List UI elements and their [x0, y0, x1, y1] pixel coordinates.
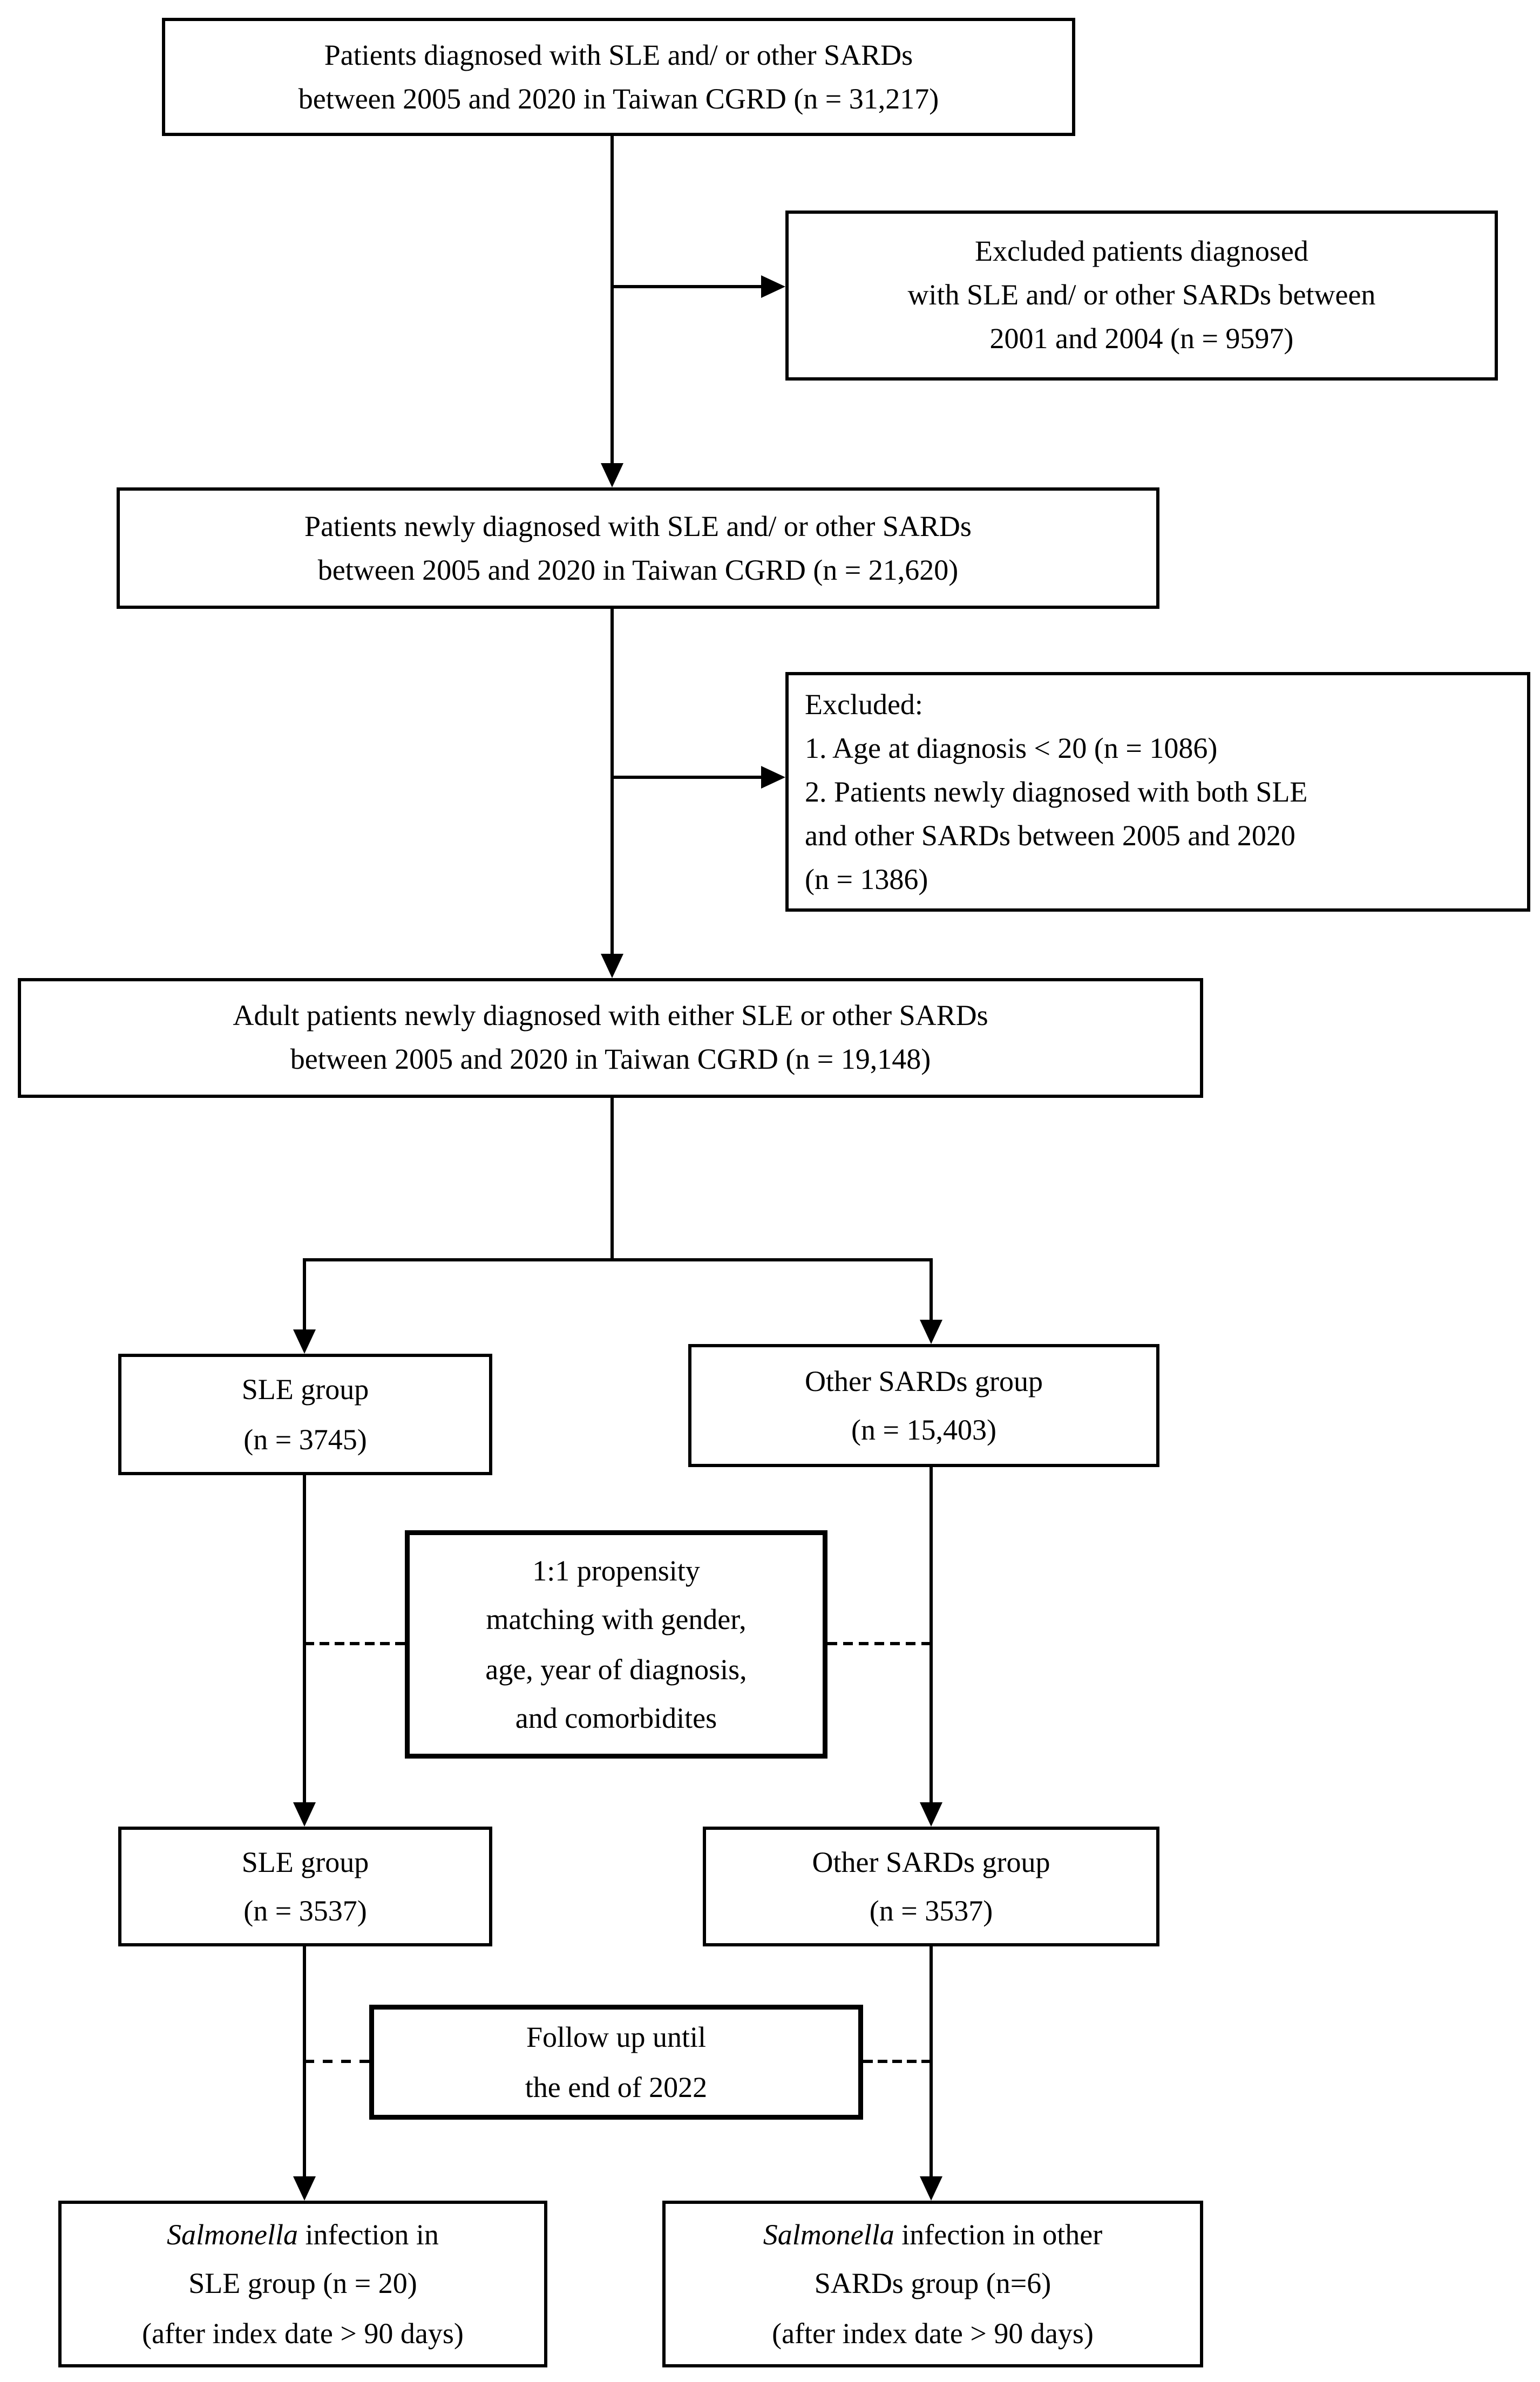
arrowhead-down-salmonella-sle — [293, 2176, 316, 2201]
box-line: (after index date > 90 days) — [142, 2316, 464, 2349]
box-newly-diagnosed: Patients newly diagnosed with SLE and/ o… — [117, 487, 1159, 609]
connector-branch-to-sle-group — [303, 1258, 306, 1331]
arrowhead-down-sle-matched — [293, 1802, 316, 1827]
box-salmonella-sle: Salmonella infection in SLE group (n = 2… — [58, 2201, 547, 2367]
box-propensity-matching: 1:1 propensity matching with gender, age… — [405, 1530, 827, 1759]
branch-horizontal-line — [303, 1258, 933, 1261]
box-line: 2001 and 2004 (n = 9597) — [989, 322, 1294, 355]
box-line: Adult patients newly diagnosed with eith… — [233, 999, 988, 1031]
box-line: and other SARDs between 2005 and 2020 — [805, 818, 1295, 851]
arrowhead-right-excluded-2001-2004 — [761, 275, 785, 298]
box-sle-group-initial: SLE group (n = 3745) — [118, 1354, 492, 1475]
connector-sle1-to-sle2 — [303, 1475, 306, 1804]
arrowhead-down-sards-group — [920, 1320, 942, 1344]
dashed-link-followup-left — [304, 2060, 369, 2063]
arrowhead-down-sards-matched — [920, 1802, 942, 1827]
organism-name: Salmonella — [763, 2218, 894, 2251]
box-line: SLE group — [241, 1845, 369, 1878]
box-line: (n = 3537) — [869, 1895, 993, 1927]
box-line: 2. Patients newly diagnosed with both SL… — [805, 775, 1308, 807]
box-line: (n = 3537) — [243, 1895, 367, 1927]
connector-to-excluded-criteria — [612, 776, 764, 779]
box-line: Salmonella infection in — [167, 2210, 439, 2259]
box-excluded-criteria: Excluded: 1. Age at diagnosis < 20 (n = … — [785, 672, 1530, 912]
box-line: SLE group — [241, 1373, 369, 1406]
box-line: the end of 2022 — [525, 2070, 708, 2103]
box-line: age, year of diagnosis, — [485, 1652, 747, 1685]
connector-sards1-to-sards2 — [930, 1467, 933, 1804]
connector-branch-to-sards-group — [930, 1258, 933, 1321]
box-line: Other SARDs group — [812, 1845, 1050, 1878]
box-line: Excluded: — [805, 687, 923, 720]
box-line: (n = 1386) — [805, 862, 928, 895]
box-line: Excluded patients diagnosed — [975, 235, 1308, 267]
box-line: SLE group (n = 20) — [188, 2268, 417, 2300]
arrowhead-right-excluded-criteria — [761, 766, 785, 789]
box-line: Patients newly diagnosed with SLE and/ o… — [304, 509, 972, 542]
box-line: Salmonella infection in other — [763, 2210, 1102, 2259]
box-salmonella-other-sards: Salmonella infection in other SARDs grou… — [662, 2201, 1203, 2367]
box-patients-diagnosed: Patients diagnosed with SLE and/ or othe… — [162, 18, 1075, 136]
connector-adult-to-branch — [610, 1098, 614, 1261]
box-line: with SLE and/ or other SARDs between — [907, 279, 1376, 311]
connector-to-excluded-2001-2004 — [612, 285, 764, 288]
box-line: (n = 3745) — [243, 1422, 367, 1455]
box-line: (after index date > 90 days) — [772, 2316, 1094, 2349]
box-line: matching with gender, — [486, 1603, 747, 1636]
box-line: between 2005 and 2020 in Taiwan CGRD (n … — [298, 82, 939, 114]
box-line: 1:1 propensity — [532, 1555, 700, 1587]
box-line: (n = 15,403) — [851, 1414, 996, 1446]
box-sle-group-matched: SLE group (n = 3537) — [118, 1827, 492, 1946]
box-line: Follow up until — [526, 2021, 706, 2054]
box-followup: Follow up until the end of 2022 — [369, 2005, 863, 2120]
arrowhead-down-newly — [601, 463, 623, 487]
dashed-link-propensity-right — [827, 1642, 931, 1645]
box-line: Patients diagnosed with SLE and/ or othe… — [324, 38, 913, 71]
box-line-rest: infection in other — [894, 2218, 1103, 2251]
box-other-sards-group-matched: Other SARDs group (n = 3537) — [703, 1827, 1159, 1946]
dashed-link-followup-right — [863, 2060, 931, 2063]
arrowhead-down-salmonella-sards — [920, 2176, 942, 2201]
box-line-rest: infection in — [298, 2218, 439, 2251]
box-line: SARDs group (n=6) — [814, 2268, 1051, 2300]
box-line: between 2005 and 2020 in Taiwan CGRD (n … — [290, 1043, 931, 1075]
box-excluded-2001-2004: Excluded patients diagnosed with SLE and… — [785, 211, 1498, 381]
box-line: 1. Age at diagnosis < 20 (n = 1086) — [805, 731, 1218, 764]
box-other-sards-group-initial: Other SARDs group (n = 15,403) — [688, 1344, 1159, 1467]
box-line: between 2005 and 2020 in Taiwan CGRD (n … — [317, 553, 959, 586]
dashed-link-propensity-left — [304, 1642, 405, 1645]
connector-diagnosed-to-newly — [610, 136, 614, 465]
arrowhead-down-sle-group — [293, 1329, 316, 1354]
connector-sards2-to-salmonella — [930, 1946, 933, 2178]
connector-newly-to-adult — [610, 609, 614, 955]
box-line: and comorbidites — [515, 1701, 717, 1734]
box-adult-patients: Adult patients newly diagnosed with eith… — [18, 978, 1203, 1098]
organism-name: Salmonella — [167, 2218, 298, 2251]
box-line: Other SARDs group — [805, 1365, 1043, 1397]
arrowhead-down-adult — [601, 954, 623, 978]
